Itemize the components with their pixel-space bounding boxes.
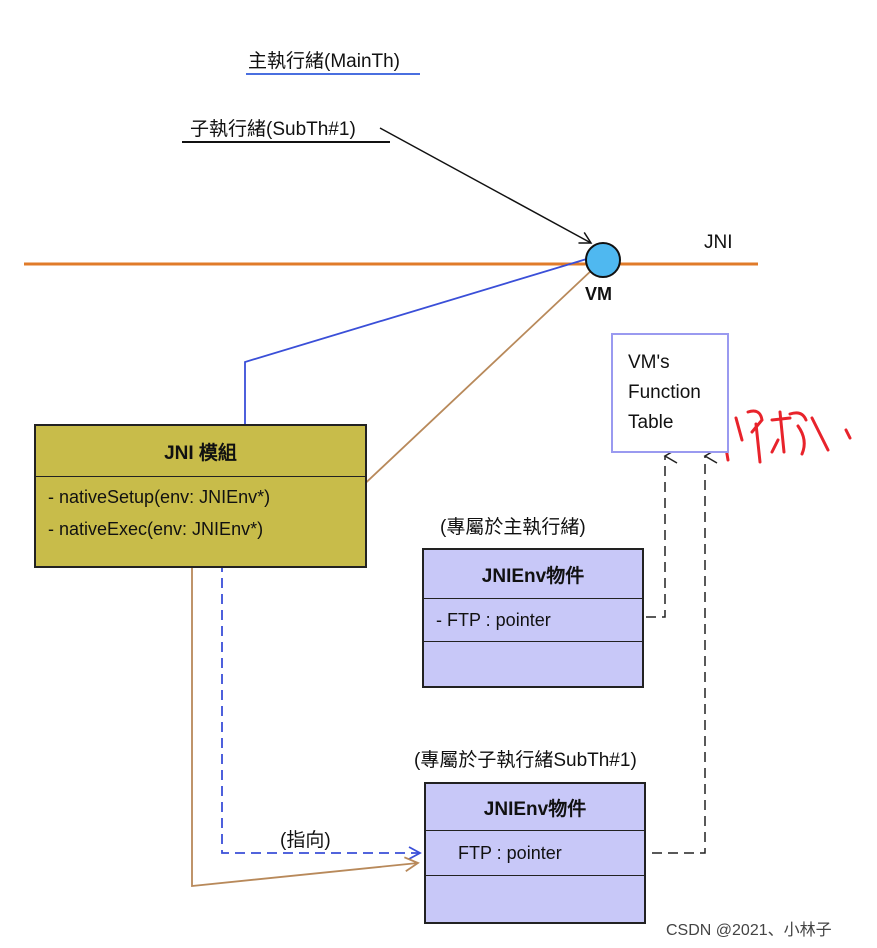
main-thread-label: 主執行緒(MainTh) <box>248 51 401 72</box>
watermark: CSDN @2021、小林子 <box>666 922 832 939</box>
jnienv-sub-box: JNIEnv物件 FTP : pointer <box>424 782 646 924</box>
jnienv-sub-title: JNIEnv物件 <box>426 784 644 831</box>
brown-exec-to-sub-jnienv <box>191 540 420 887</box>
jnienv-main-ftp-field: - FTP : pointer <box>436 609 551 630</box>
jnienv-main-title: JNIEnv物件 <box>424 550 642 599</box>
main-owned-label: (專屬於主執行緒) <box>440 517 586 538</box>
table-line-1: VM's <box>628 352 670 373</box>
vm-function-table: VM's Function Table <box>611 333 729 453</box>
brown-vm-to-exec-arrow <box>320 267 595 526</box>
jnienv-main-box: JNIEnv物件 - FTP : pointer <box>422 548 644 688</box>
jni-module-title: JNI 模組 <box>36 426 365 477</box>
jnienv-sub-divider <box>426 875 644 876</box>
sub-owned-label: (專屬於子執行緒SubTh#1) <box>414 750 637 771</box>
jnienv-main-divider <box>424 641 642 642</box>
method-native-setup: - nativeSetup(env: JNIEnv*) <box>48 486 271 507</box>
vm-node <box>585 242 621 278</box>
table-line-2: Function <box>628 382 701 403</box>
handwritten-annotation <box>720 409 852 464</box>
blue-dashed-to-sub-jnienv <box>221 514 422 860</box>
jni-label: JNI <box>704 232 733 253</box>
vm-label: VM <box>585 284 612 304</box>
jnienv-sub-ftp-field: FTP : pointer <box>458 842 562 863</box>
table-line-3: Table <box>628 412 674 433</box>
jni-module-box: JNI 模組 - nativeSetup(env: JNIEnv*) - nat… <box>34 424 367 568</box>
sub-thread-label: 子執行緒(SubTh#1) <box>190 119 356 140</box>
points-to-label: (指向) <box>280 830 331 851</box>
sub-thread-arrow <box>379 127 593 244</box>
method-native-exec: - nativeExec(env: JNIEnv*) <box>48 518 264 539</box>
